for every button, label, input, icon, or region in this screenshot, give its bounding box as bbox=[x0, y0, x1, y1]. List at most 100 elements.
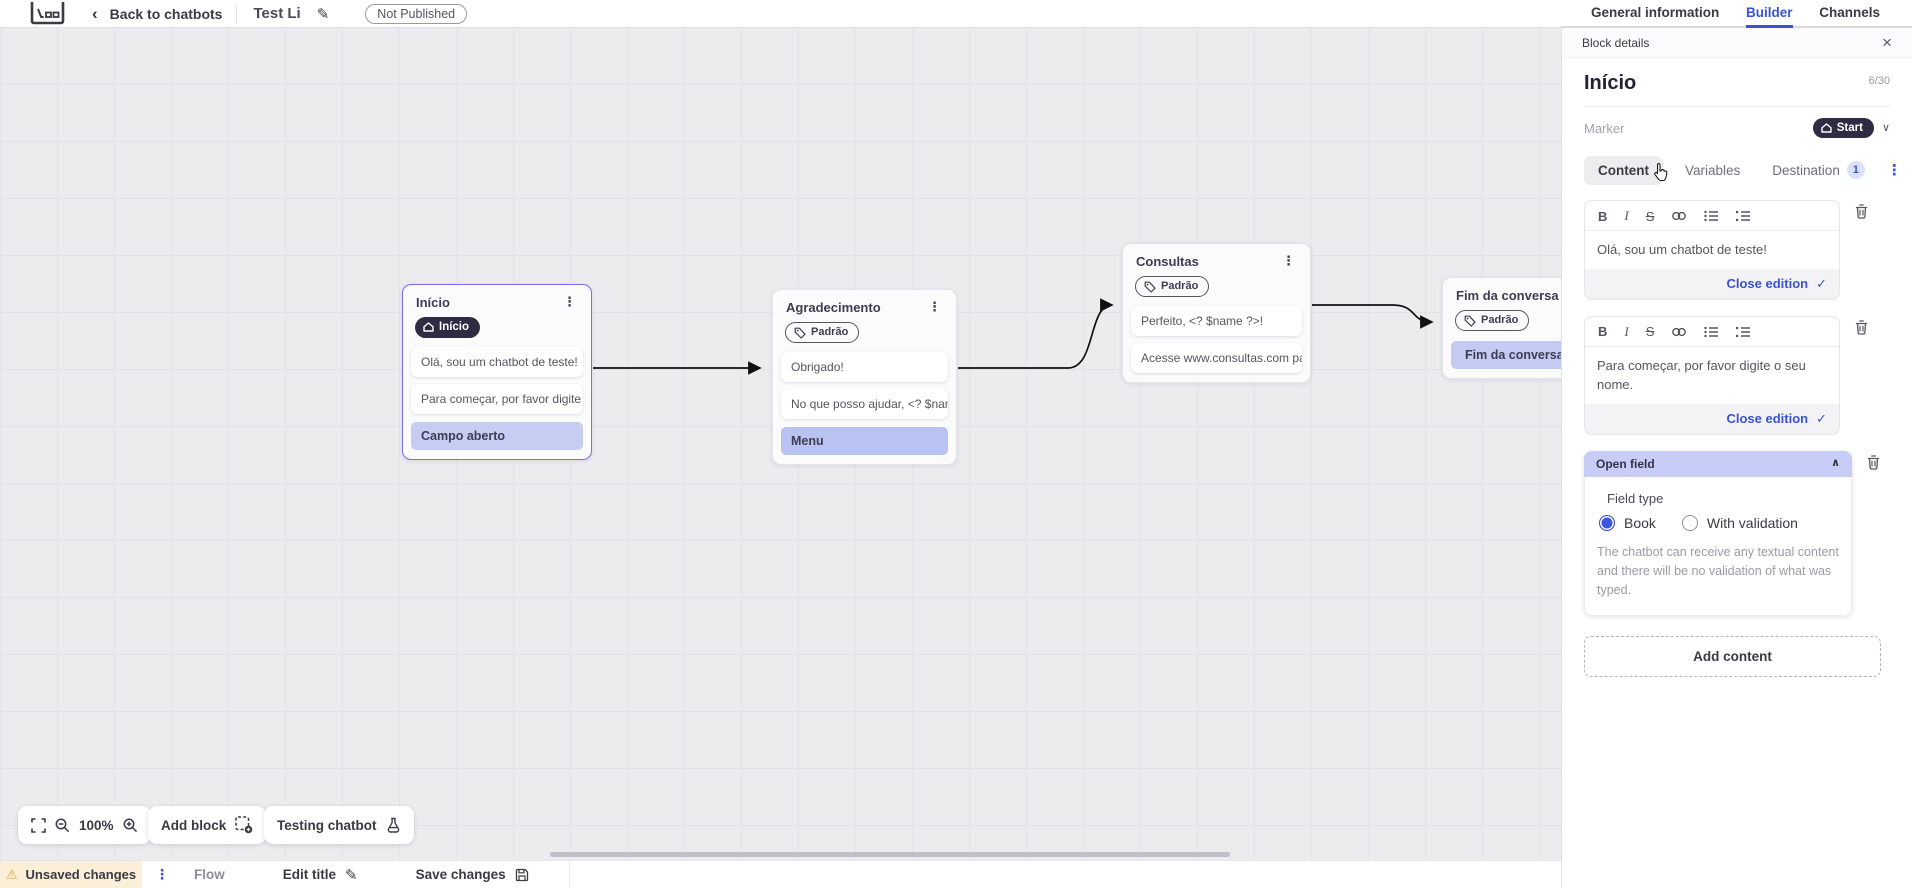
kebab-menu-icon[interactable]: ⋮ bbox=[1282, 253, 1295, 268]
mouse-cursor bbox=[1654, 163, 1668, 182]
close-edition-button[interactable]: Close edition ✓ bbox=[1585, 268, 1839, 299]
kebab-menu-icon[interactable]: ⋮ bbox=[155, 866, 169, 882]
tab-content[interactable]: Content bbox=[1584, 155, 1663, 185]
top-bar: ‹ Back to chatbots Test Li ✎ Not Publish… bbox=[0, 0, 1561, 27]
testing-chatbot-button[interactable]: Testing chatbot bbox=[264, 806, 414, 844]
flask-icon bbox=[387, 817, 399, 833]
home-icon bbox=[1821, 123, 1832, 133]
zoom-toolbar: 100% bbox=[18, 806, 151, 844]
node-message[interactable]: Olá, sou um chatbot de teste! bbox=[411, 346, 583, 377]
close-edition-label: Close edition bbox=[1726, 276, 1809, 291]
open-field-title: Open field bbox=[1596, 456, 1655, 471]
zoom-in-icon[interactable] bbox=[123, 818, 138, 833]
close-icon[interactable]: × bbox=[1882, 33, 1892, 52]
flow-canvas[interactable]: Início ⋮ Início Olá, sou um chatbot de t… bbox=[0, 27, 1561, 860]
radio-option-with-validation[interactable]: With validation bbox=[1681, 514, 1798, 531]
flow-node-fim-da-conversa[interactable]: Fim da conversa Padrão Fim da conversa bbox=[1442, 277, 1561, 380]
tab-destination-label: Destination bbox=[1772, 162, 1840, 178]
panel-body: Início 6/30 Marker Start ∨ Content Varia… bbox=[1562, 58, 1912, 677]
message-text-input[interactable]: Para começar, por favor digite o seu nom… bbox=[1597, 357, 1806, 393]
horizontal-scrollbar[interactable] bbox=[550, 852, 1230, 857]
flow-node-consultas[interactable]: Consultas ⋮ Padrão Perfeito, <? $name ?>… bbox=[1122, 243, 1311, 384]
radio-icon[interactable] bbox=[1599, 514, 1615, 531]
numbered-list-icon[interactable] bbox=[1736, 326, 1751, 338]
flow-node-inicio[interactable]: Início ⋮ Início Olá, sou um chatbot de t… bbox=[402, 284, 592, 460]
app-logo bbox=[30, 1, 66, 26]
node-title: Agradecimento bbox=[786, 300, 881, 315]
bullet-list-icon[interactable] bbox=[1704, 326, 1719, 338]
radio-option-book[interactable]: Book bbox=[1599, 514, 1656, 531]
node-open-field-chip[interactable]: Campo aberto bbox=[411, 421, 583, 450]
edit-title-button[interactable]: Edit title ✎ bbox=[283, 866, 358, 884]
node-message[interactable]: Acesse www.consultas.com par... bbox=[1131, 343, 1302, 374]
flow-node-agradecimento[interactable]: Agradecimento ⋮ Padrão Obrigado! No que … bbox=[772, 289, 957, 466]
radio-label: With validation bbox=[1706, 514, 1798, 531]
badge-label: Padrão bbox=[1481, 314, 1519, 326]
unsaved-changes-indicator: ⚠ Unsaved changes bbox=[0, 861, 142, 888]
kebab-menu-icon[interactable]: ⋮ bbox=[563, 294, 576, 309]
tag-icon bbox=[1144, 281, 1156, 293]
back-icon[interactable]: ‹ bbox=[92, 4, 98, 23]
marker-label: Marker bbox=[1584, 120, 1625, 136]
italic-icon[interactable]: I bbox=[1624, 208, 1629, 223]
warning-icon: ⚠ bbox=[5, 866, 18, 882]
default-marker-badge: Padrão bbox=[1455, 310, 1530, 332]
default-marker-badge: Padrão bbox=[1135, 276, 1210, 298]
bold-icon[interactable]: B bbox=[1598, 324, 1608, 339]
kebab-menu-icon[interactable]: ⋮ bbox=[1886, 161, 1902, 179]
check-icon: ✓ bbox=[1816, 410, 1827, 426]
status-badge: Not Published bbox=[365, 3, 468, 24]
field-type-label: Field type bbox=[1607, 490, 1664, 506]
marker-start-pill[interactable]: Start bbox=[1812, 117, 1874, 139]
radio-icon[interactable] bbox=[1681, 514, 1698, 531]
delete-icon[interactable] bbox=[1854, 319, 1869, 335]
node-message[interactable]: No que posso ajudar, <? $name ... bbox=[781, 389, 948, 420]
tab-builder[interactable]: Builder bbox=[1746, 0, 1793, 28]
close-edition-button[interactable]: Close edition ✓ bbox=[1585, 403, 1839, 434]
node-message[interactable]: Perfeito, <? $name ?>! bbox=[1131, 306, 1302, 337]
delete-icon[interactable] bbox=[1854, 203, 1869, 219]
fullscreen-icon[interactable] bbox=[31, 817, 46, 833]
chevron-down-icon[interactable]: ∨ bbox=[1881, 121, 1890, 134]
home-icon bbox=[423, 322, 434, 333]
node-message[interactable]: Obrigado! bbox=[781, 352, 948, 383]
close-edition-label: Close edition bbox=[1726, 411, 1809, 426]
chevron-up-icon[interactable]: ∧ bbox=[1831, 457, 1840, 469]
message-text-input[interactable]: Olá, sou um chatbot de teste! bbox=[1597, 242, 1767, 257]
block-title: Início bbox=[1584, 72, 1637, 94]
back-to-chatbots-link[interactable]: Back to chatbots bbox=[109, 5, 223, 22]
strikethrough-icon[interactable]: S bbox=[1645, 324, 1655, 339]
open-field-header[interactable]: Open field ∧ bbox=[1584, 450, 1852, 477]
node-end-chip[interactable]: Fim da conversa bbox=[1451, 341, 1561, 370]
save-changes-button[interactable]: Save changes bbox=[416, 867, 529, 882]
flow-label[interactable]: Flow bbox=[194, 867, 225, 882]
kebab-menu-icon[interactable]: ⋮ bbox=[928, 299, 941, 314]
link-icon[interactable] bbox=[1671, 210, 1687, 222]
add-content-button[interactable]: Add content bbox=[1584, 635, 1881, 677]
node-menu-chip[interactable]: Menu bbox=[781, 427, 948, 456]
add-block-button[interactable]: Add block bbox=[148, 806, 267, 844]
zoom-out-icon[interactable] bbox=[55, 818, 70, 833]
node-message[interactable]: Para começar, por favor digite o ... bbox=[411, 383, 583, 414]
bold-icon[interactable]: B bbox=[1598, 208, 1608, 224]
bullet-list-icon[interactable] bbox=[1704, 210, 1719, 222]
tab-destination[interactable]: Destination 1 bbox=[1762, 154, 1875, 186]
field-type-options: Book With validation bbox=[1599, 514, 1839, 531]
add-block-label: Add block bbox=[161, 817, 227, 833]
tab-general-information[interactable]: General information bbox=[1591, 5, 1720, 20]
pencil-icon: ✎ bbox=[345, 866, 358, 884]
save-icon bbox=[515, 868, 528, 881]
link-icon[interactable] bbox=[1671, 326, 1687, 338]
tab-variables[interactable]: Variables bbox=[1685, 162, 1741, 178]
italic-icon[interactable]: I bbox=[1624, 323, 1629, 339]
badge-label: Início bbox=[439, 321, 470, 333]
strikethrough-icon[interactable]: S bbox=[1645, 208, 1655, 224]
footer-divider bbox=[568, 861, 570, 888]
panel-tabs: Content Variables Destination 1 ⋮ bbox=[1584, 154, 1902, 186]
richtext-toolbar: B I S bbox=[1585, 317, 1839, 347]
delete-icon[interactable] bbox=[1866, 454, 1881, 470]
tab-channels[interactable]: Channels bbox=[1819, 5, 1880, 20]
edit-title-icon[interactable]: ✎ bbox=[316, 5, 330, 23]
builder-nav-tabs: General information Builder Channels bbox=[1561, 0, 1912, 28]
numbered-list-icon[interactable] bbox=[1736, 210, 1751, 222]
